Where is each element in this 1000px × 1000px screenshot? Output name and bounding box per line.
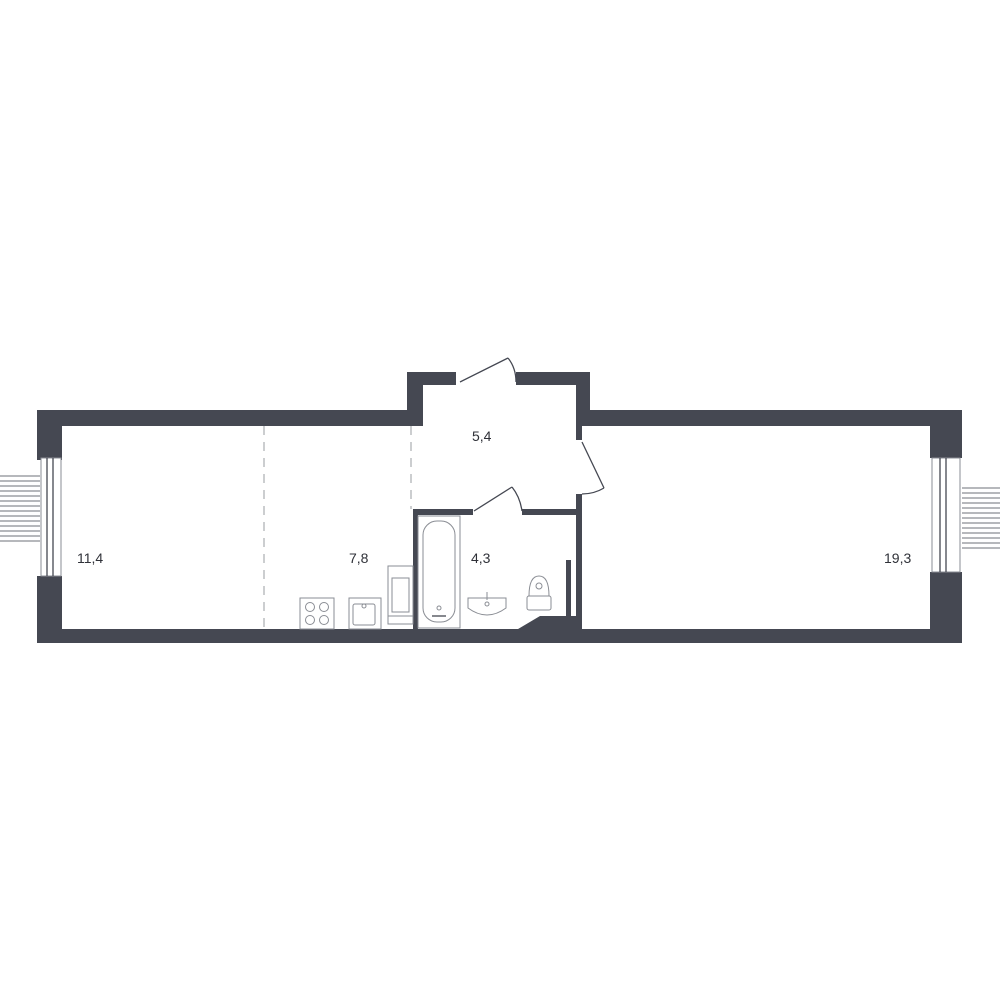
window-icon [40,457,62,577]
toilet-icon [526,575,552,611]
washing-machine-icon [387,565,414,625]
room-area-hallway: 5,4 [472,428,492,444]
door-icon [459,357,517,383]
wall-hall-top-right [516,372,590,385]
wall-bath-top-left [413,509,473,515]
wall-bath-wedge [513,616,578,632]
wall-right-upper [930,410,962,458]
door-icon [473,486,523,512]
bathtub-icon [417,515,461,629]
washbasin-icon [467,592,507,616]
wall-left-upper [37,410,62,460]
wall-partition-bottom [576,510,582,632]
stove-icon [299,597,335,630]
room-area-right-room: 19,3 [884,550,911,566]
wall-partition-lower [576,494,582,512]
wall-bath-niche [566,560,571,620]
wall-top-left [37,410,421,426]
wall-hall-left [407,372,423,426]
wall-right-lower [930,572,962,643]
exterior-walls [37,372,962,643]
wall-hall-right [576,372,590,412]
room-area-left-room: 11,4 [77,550,103,566]
wall-left-lower [37,576,62,643]
room-area-kitchen: 7,8 [349,550,369,566]
wall-bottom [37,629,962,643]
wall-partition-upper [576,410,582,440]
door-icon [581,441,605,495]
window-icon [931,457,961,573]
balcony-rail-right [962,487,1000,549]
wall-bath-left [413,509,418,631]
balcony-rail-left [0,475,40,542]
wall-bath-top-right [522,509,580,515]
interior-walls [413,410,582,632]
wall-top-right [576,410,962,426]
wall-hall-top-left [407,372,456,385]
room-area-bathroom: 4,3 [471,550,491,566]
sink-icon [348,597,382,630]
